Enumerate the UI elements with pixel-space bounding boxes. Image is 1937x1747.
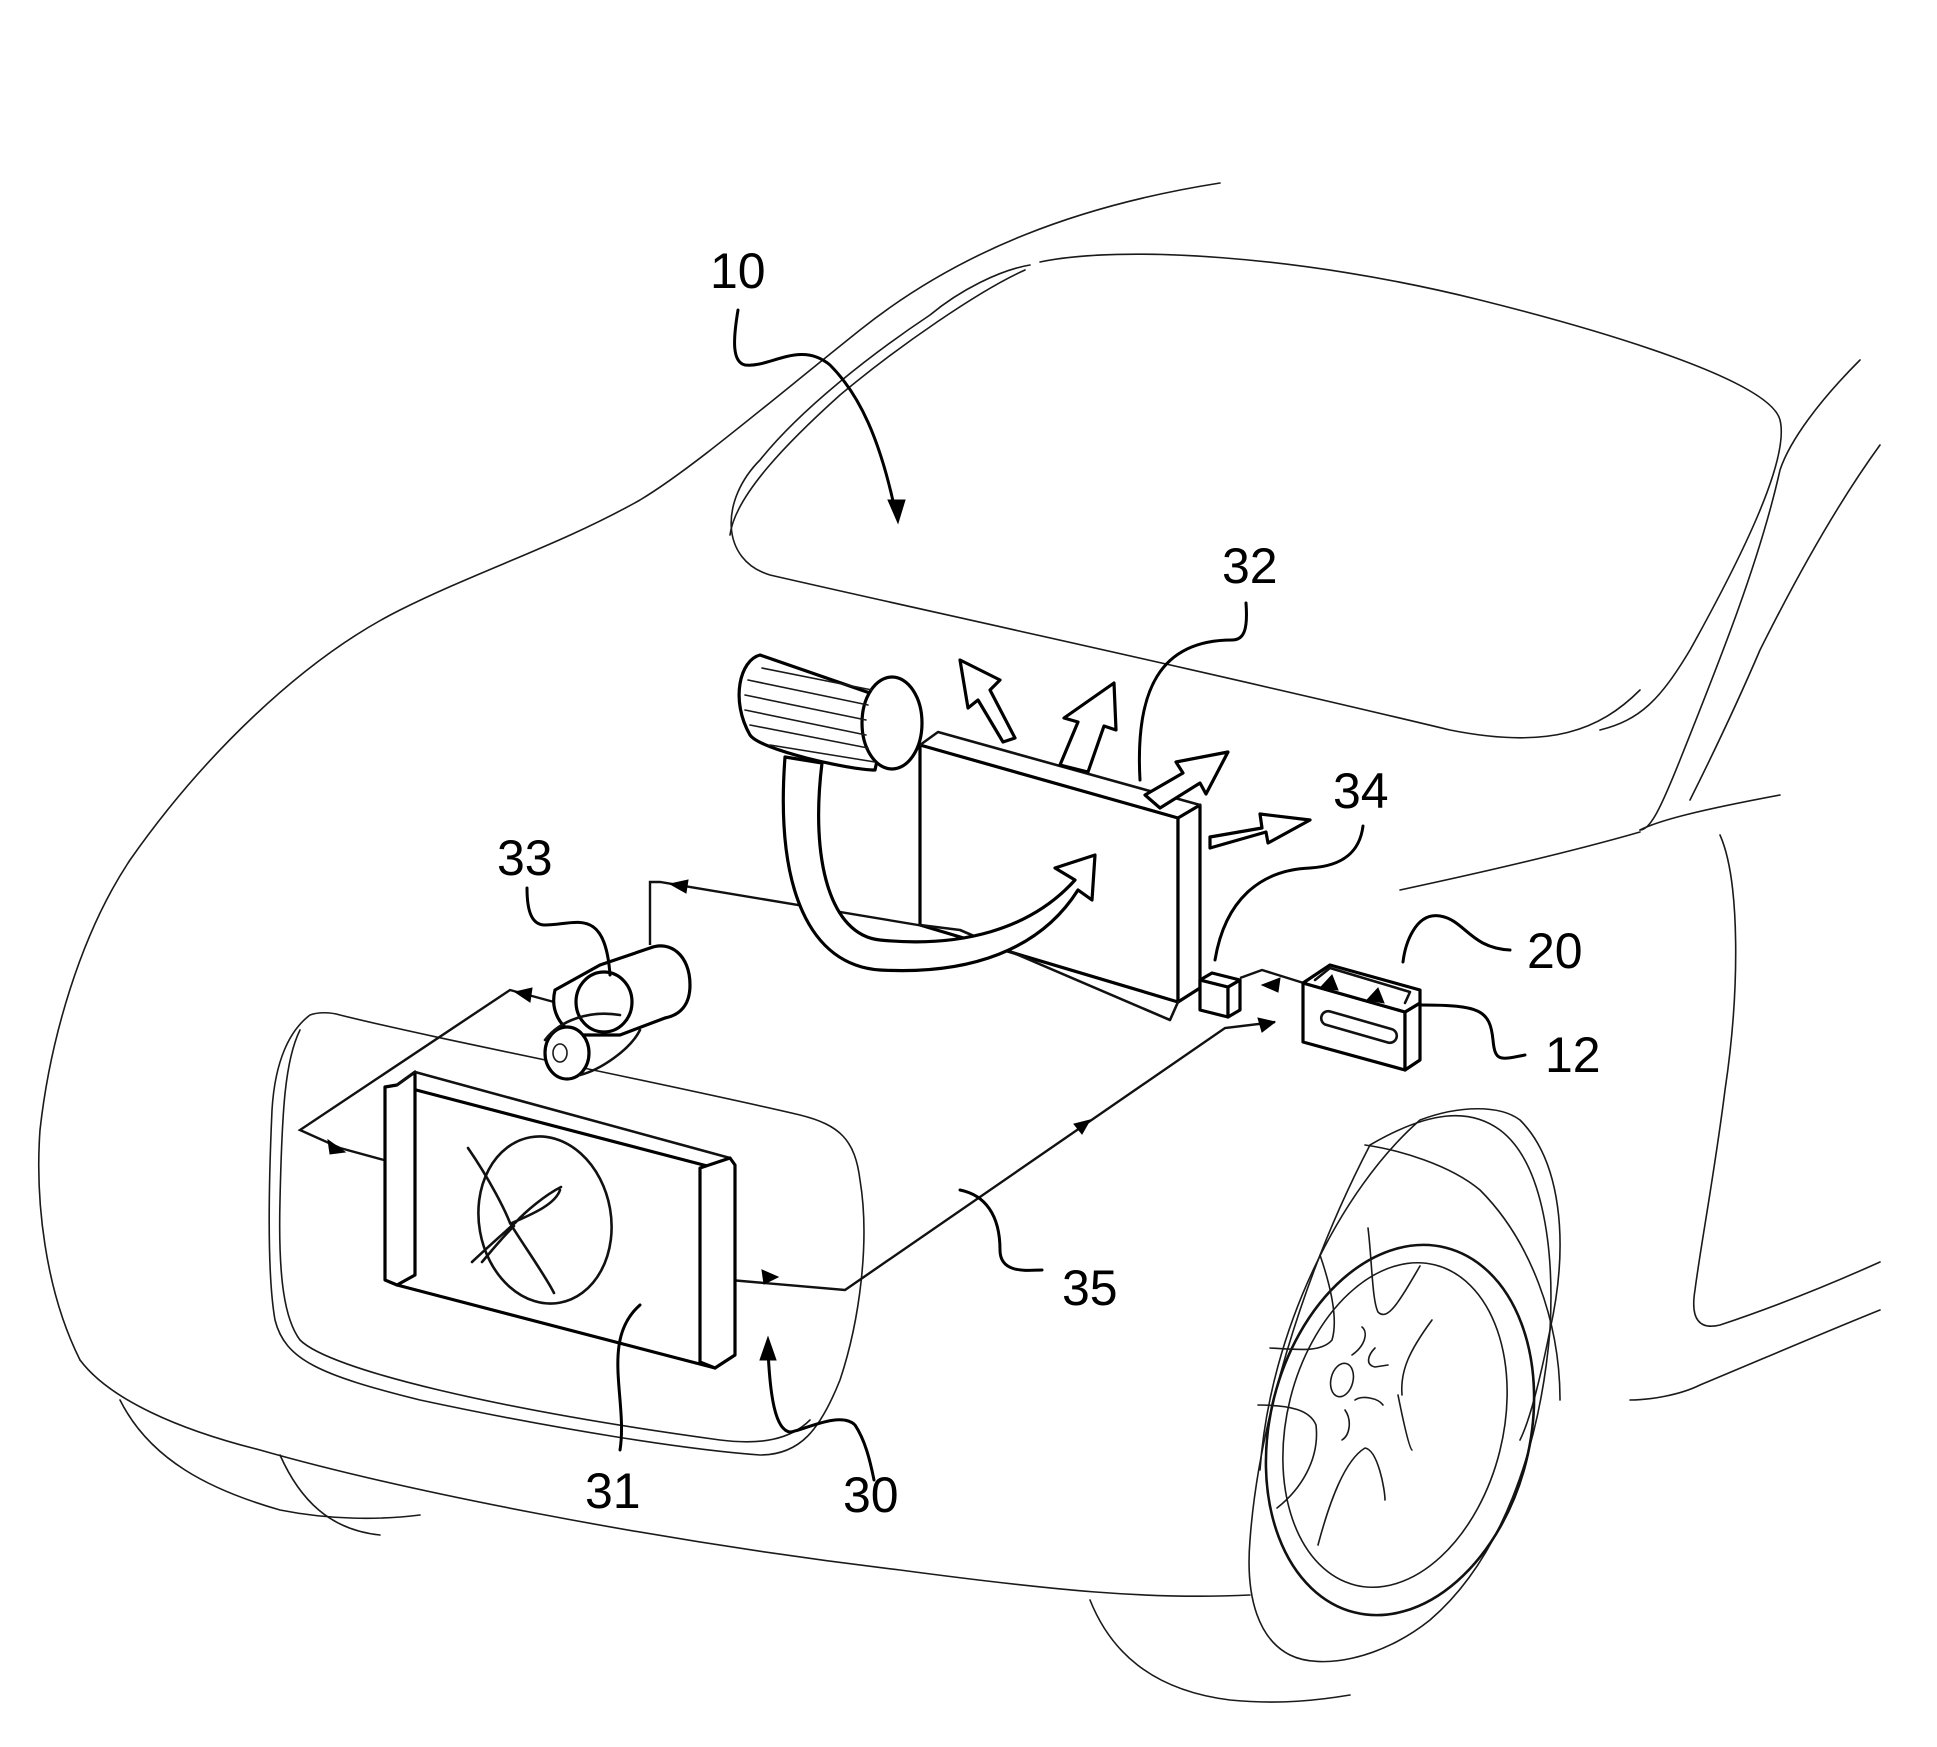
valve-top <box>1198 971 1242 989</box>
pump <box>543 944 692 1081</box>
radiator-left-tank <box>383 1070 417 1287</box>
valve <box>1198 971 1242 1019</box>
flow-arrow-4 <box>1260 977 1281 993</box>
airflow-up-3 <box>1143 750 1230 810</box>
windshield-inner <box>730 264 1641 739</box>
label-battery-cooler: 20 <box>1527 923 1583 979</box>
battery-assembly <box>1301 963 1422 1072</box>
rim-outer <box>1264 1243 1536 1617</box>
door-line <box>1629 1309 1881 1401</box>
reference-numerals: 10 32 34 33 20 12 35 31 30 <box>497 243 1601 1523</box>
blower-drum <box>737 653 892 772</box>
flow-arrow-1 <box>761 1269 780 1285</box>
heater-core-base <box>918 923 1180 1022</box>
leader-31 <box>616 1303 642 1452</box>
leader-lines <box>525 601 1527 1452</box>
front-wheel <box>1248 1114 1552 1663</box>
label-pump: 33 <box>497 830 553 886</box>
label-coolant-line: 35 <box>1062 1260 1118 1316</box>
label-battery: 12 <box>1545 1027 1601 1083</box>
hood-crease <box>1639 794 1781 831</box>
chin-spoiler <box>119 1399 421 1520</box>
blower <box>737 653 924 772</box>
label-heater-core: 32 <box>1222 538 1278 594</box>
heater-core-side <box>1176 803 1202 1004</box>
leader-34 <box>1213 824 1365 962</box>
grille-opening-outer <box>268 1011 865 1456</box>
label-radiator-fan: 31 <box>585 1463 641 1519</box>
radiator-fan <box>383 1070 737 1370</box>
label-valve: 34 <box>1333 763 1389 819</box>
label-vehicle: 10 <box>710 243 766 299</box>
fender-top <box>1399 831 1641 891</box>
bumper-lower <box>79 1359 1251 1598</box>
plate-arrow-1 <box>1318 974 1339 991</box>
airflow-right <box>1208 812 1312 850</box>
tire-outer <box>1248 1114 1552 1663</box>
wheel-arch <box>1259 1108 1561 1471</box>
airflow-arrows <box>781 658 1312 973</box>
leader-35 <box>958 1188 1044 1272</box>
a-pillar <box>1639 359 1861 831</box>
reference-arrows <box>733 308 906 1482</box>
spoke-1 <box>1367 1227 1421 1315</box>
hub <box>1329 1362 1355 1398</box>
chin-spoiler-2 <box>279 1454 381 1536</box>
line-radiator-to-valve <box>729 1020 1276 1292</box>
windshield-inner-2 <box>729 269 1026 536</box>
roof-line <box>38 182 1221 1361</box>
spoke-5 <box>1400 1319 1433 1396</box>
label-cooling-system: 30 <box>843 1467 899 1523</box>
airflow-up-1 <box>958 658 1017 744</box>
radiator-face <box>395 1083 717 1370</box>
grille-opening-inner <box>278 1029 811 1443</box>
flow-arrow-2 <box>1073 1119 1092 1135</box>
rim-inner <box>1282 1261 1508 1589</box>
flow-arrow-5 <box>668 879 689 894</box>
line-valve-to-battery <box>1239 968 1311 987</box>
radiator-right-tank <box>698 1156 737 1370</box>
flow-arrow-3 <box>1257 1017 1277 1033</box>
leader-33 <box>525 886 612 977</box>
battery-side <box>1403 1001 1422 1072</box>
pump-housing <box>543 1012 642 1077</box>
blower-ribs <box>744 667 876 763</box>
windshield-outer <box>1039 253 1782 731</box>
blower-end <box>860 675 924 771</box>
heater-core-top <box>918 730 1202 807</box>
spoke-6 <box>1397 1394 1413 1451</box>
battery-slot <box>1319 1009 1399 1045</box>
leader-12 <box>1419 1003 1527 1060</box>
a-pillar-2 <box>1689 444 1881 801</box>
fan-ring <box>477 1135 613 1305</box>
leader-20 <box>1401 914 1512 964</box>
flow-arrow-7 <box>327 1138 347 1155</box>
hub-detail <box>1341 1326 1389 1441</box>
car-body-outline <box>38 182 1881 1703</box>
airflow-up-2 <box>1058 681 1118 774</box>
pump-motor <box>574 970 634 1034</box>
arrow-vehicle <box>887 499 906 525</box>
fan-blades <box>466 1146 563 1295</box>
wheel-arch-inner <box>1364 1144 1561 1401</box>
spoke-2 <box>1269 1254 1336 1351</box>
bumper-bottom-right <box>1089 1599 1351 1703</box>
leader-32 <box>1137 601 1248 782</box>
airflow-curved <box>781 755 1097 973</box>
spoke-3 <box>1257 1404 1318 1509</box>
cooling-plate <box>1313 966 1412 1005</box>
spoke-4 <box>1317 1447 1386 1546</box>
fender-side <box>1693 834 1881 1327</box>
arrow-system <box>759 1335 777 1361</box>
flow-arrow-6 <box>513 987 533 1003</box>
leader-system <box>766 1348 876 1482</box>
plate-arrow-2 <box>1366 987 1385 1004</box>
heater-core <box>918 730 1202 1022</box>
pump-port <box>552 1043 568 1063</box>
leader-vehicle <box>733 308 897 512</box>
